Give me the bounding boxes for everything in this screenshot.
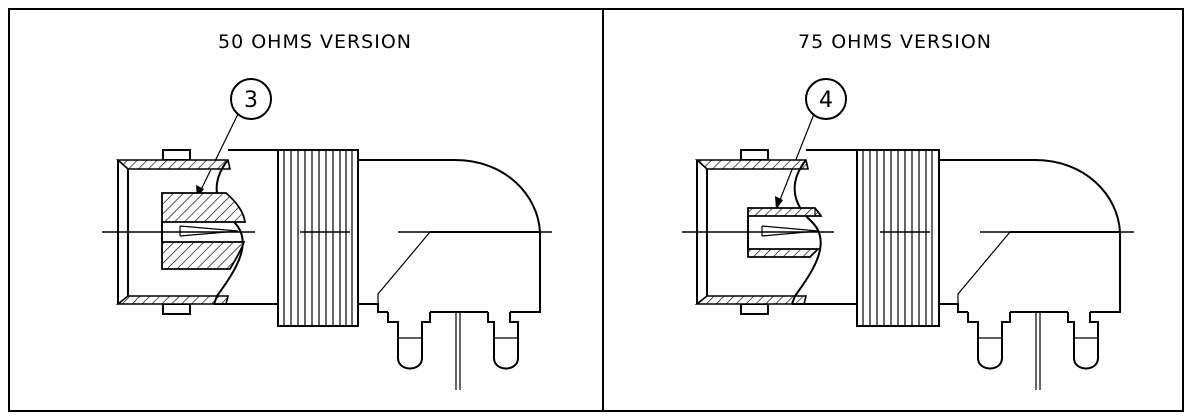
connector-75-ohms [682, 149, 1134, 390]
callout-balloon: 4 [775, 78, 847, 211]
panel-title: 50 OHMS VERSION [218, 31, 412, 53]
callout-number: 3 [244, 88, 258, 113]
panel-50-ohms: 50 OHMS VERSION 3 [102, 31, 552, 390]
drawing-border [8, 8, 1184, 412]
callout-number: 4 [819, 88, 833, 113]
panel-75-ohms: 75 OHMS VERSION 4 [682, 31, 1134, 390]
leader-line [196, 113, 239, 199]
panel-title: 75 OHMS VERSION [798, 31, 992, 53]
callout-balloon: 3 [196, 78, 272, 199]
connector-50-ohms [102, 149, 552, 390]
leader-arrowhead [775, 196, 783, 210]
